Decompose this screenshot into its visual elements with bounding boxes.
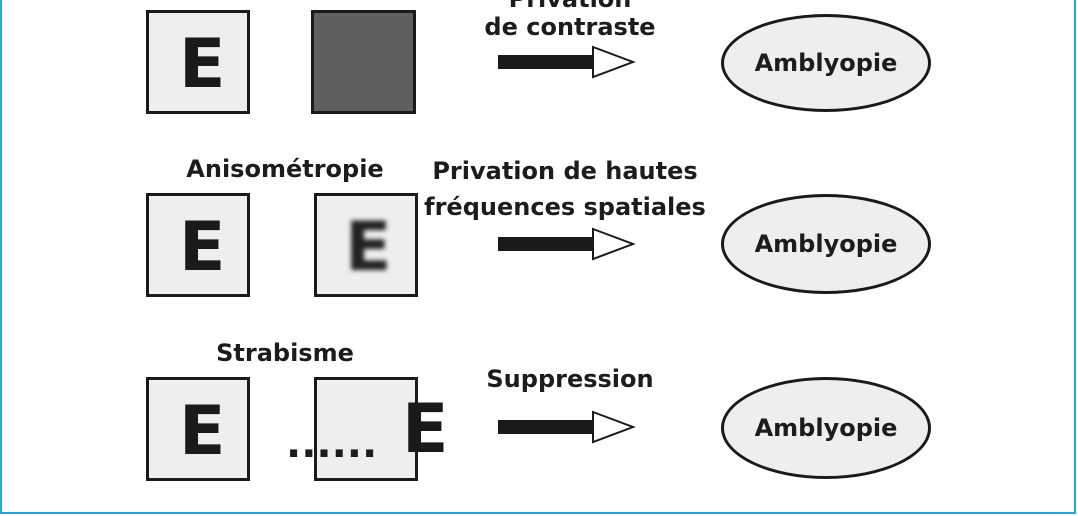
left-eye-box-row3: E <box>146 377 250 481</box>
outcome-ellipse-row2: Amblyopie <box>721 194 931 294</box>
right-eye-box-row3 <box>314 377 418 481</box>
outcome-ellipse-row1: Amblyopie <box>721 14 931 112</box>
mechanism-label-row2-line1: Privation de hautes <box>432 157 698 185</box>
arrow-icon-row2 <box>498 227 636 261</box>
blurred-letter-right-row2: E <box>345 208 392 287</box>
left-eye-box-row2: E <box>146 193 250 297</box>
mechanism-label-row2-line2: fréquences spatiales <box>424 193 706 221</box>
outcome-label-row1: Amblyopie <box>754 49 898 77</box>
displaced-letter-right-row3: E <box>402 390 449 469</box>
arrow-icon-row3 <box>498 410 636 444</box>
outcome-ellipse-row3: Amblyopie <box>721 377 931 479</box>
eye-chart-letter-left-row2: E <box>179 208 226 287</box>
mechanism-label-row1-line1: Privation <box>470 0 670 14</box>
eye-chart-letter-left-row3: E <box>179 392 226 471</box>
mechanism-label-row1-line2: de contraste <box>484 13 656 41</box>
outcome-label-row3: Amblyopie <box>754 414 898 442</box>
eye-chart-letter-left-row1: E <box>179 25 226 104</box>
condition-label-row2: Anisométropie <box>186 155 384 183</box>
condition-label-row3: Strabisme <box>216 339 354 367</box>
displacement-dots: ...... <box>286 421 378 467</box>
arrow-icon-row1 <box>498 45 636 79</box>
right-eye-box-row2: E <box>314 193 418 297</box>
left-eye-box-row1: E <box>146 10 250 114</box>
outcome-label-row2: Amblyopie <box>754 230 898 258</box>
mechanism-label-row3: Suppression <box>486 365 654 393</box>
right-eye-box-dark-row1 <box>311 10 416 114</box>
